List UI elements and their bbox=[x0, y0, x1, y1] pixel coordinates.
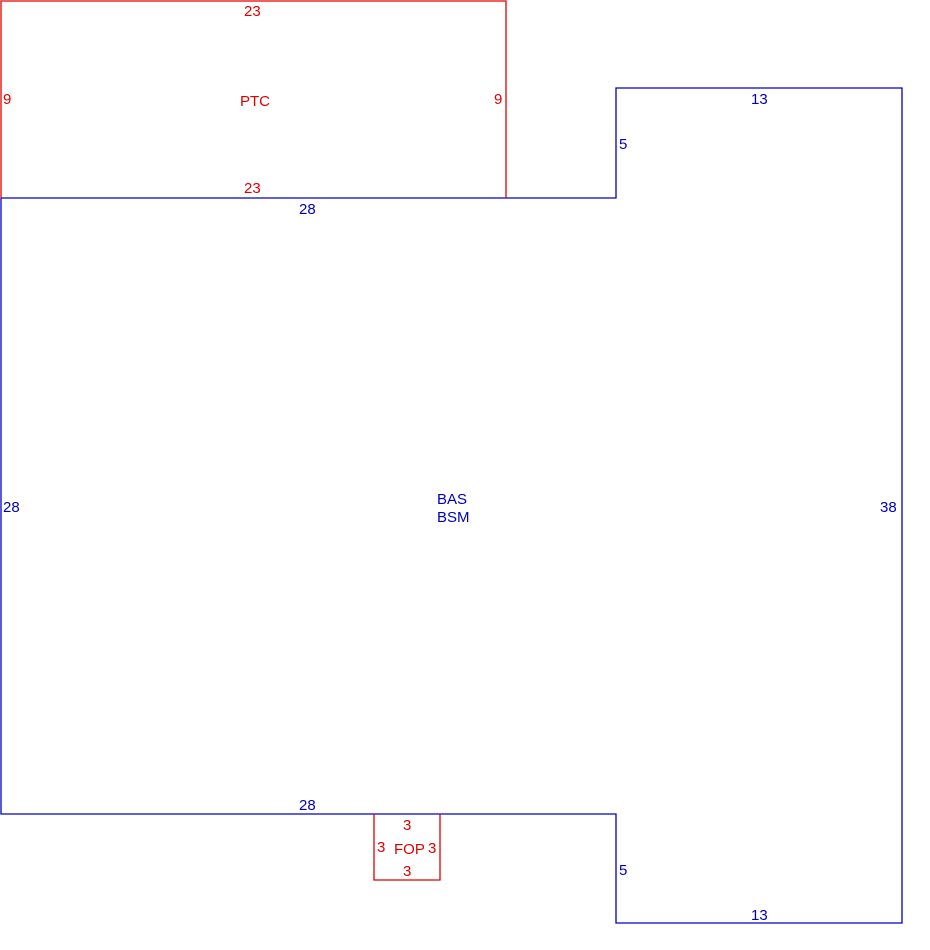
main-left-dimension: 28 bbox=[3, 499, 20, 516]
patio-code: PTC bbox=[240, 93, 270, 110]
patio-top-dimension: 23 bbox=[244, 3, 261, 20]
main-area-code-2: BSM bbox=[437, 509, 470, 526]
porch-code: FOP bbox=[394, 841, 425, 858]
main-right-dimension: 38 bbox=[880, 499, 897, 516]
porch-left-dimension: 3 bbox=[377, 839, 385, 856]
porch-right-dimension: 3 bbox=[428, 840, 436, 857]
patio-outline bbox=[0, 0, 507, 198]
main-bottom-right-dimension: 13 bbox=[751, 907, 768, 924]
main-top-right-dimension: 13 bbox=[751, 91, 768, 108]
patio-left-dimension: 9 bbox=[3, 91, 11, 108]
porch-top-dimension: 3 bbox=[403, 817, 411, 834]
main-area-code-1: BAS bbox=[437, 491, 467, 508]
porch-bottom-dimension: 3 bbox=[403, 863, 411, 880]
main-top-right-step-dimension: 5 bbox=[619, 136, 627, 153]
main-bottom-left-dimension: 28 bbox=[299, 797, 316, 814]
patio-right-dimension: 9 bbox=[494, 91, 502, 108]
porch-outline bbox=[373, 814, 441, 881]
main-area-outline bbox=[0, 87, 903, 924]
patio-bottom-dimension: 23 bbox=[244, 180, 261, 197]
main-top-left-dimension: 28 bbox=[299, 201, 316, 218]
main-bottom-right-step-dimension: 5 bbox=[619, 862, 627, 879]
